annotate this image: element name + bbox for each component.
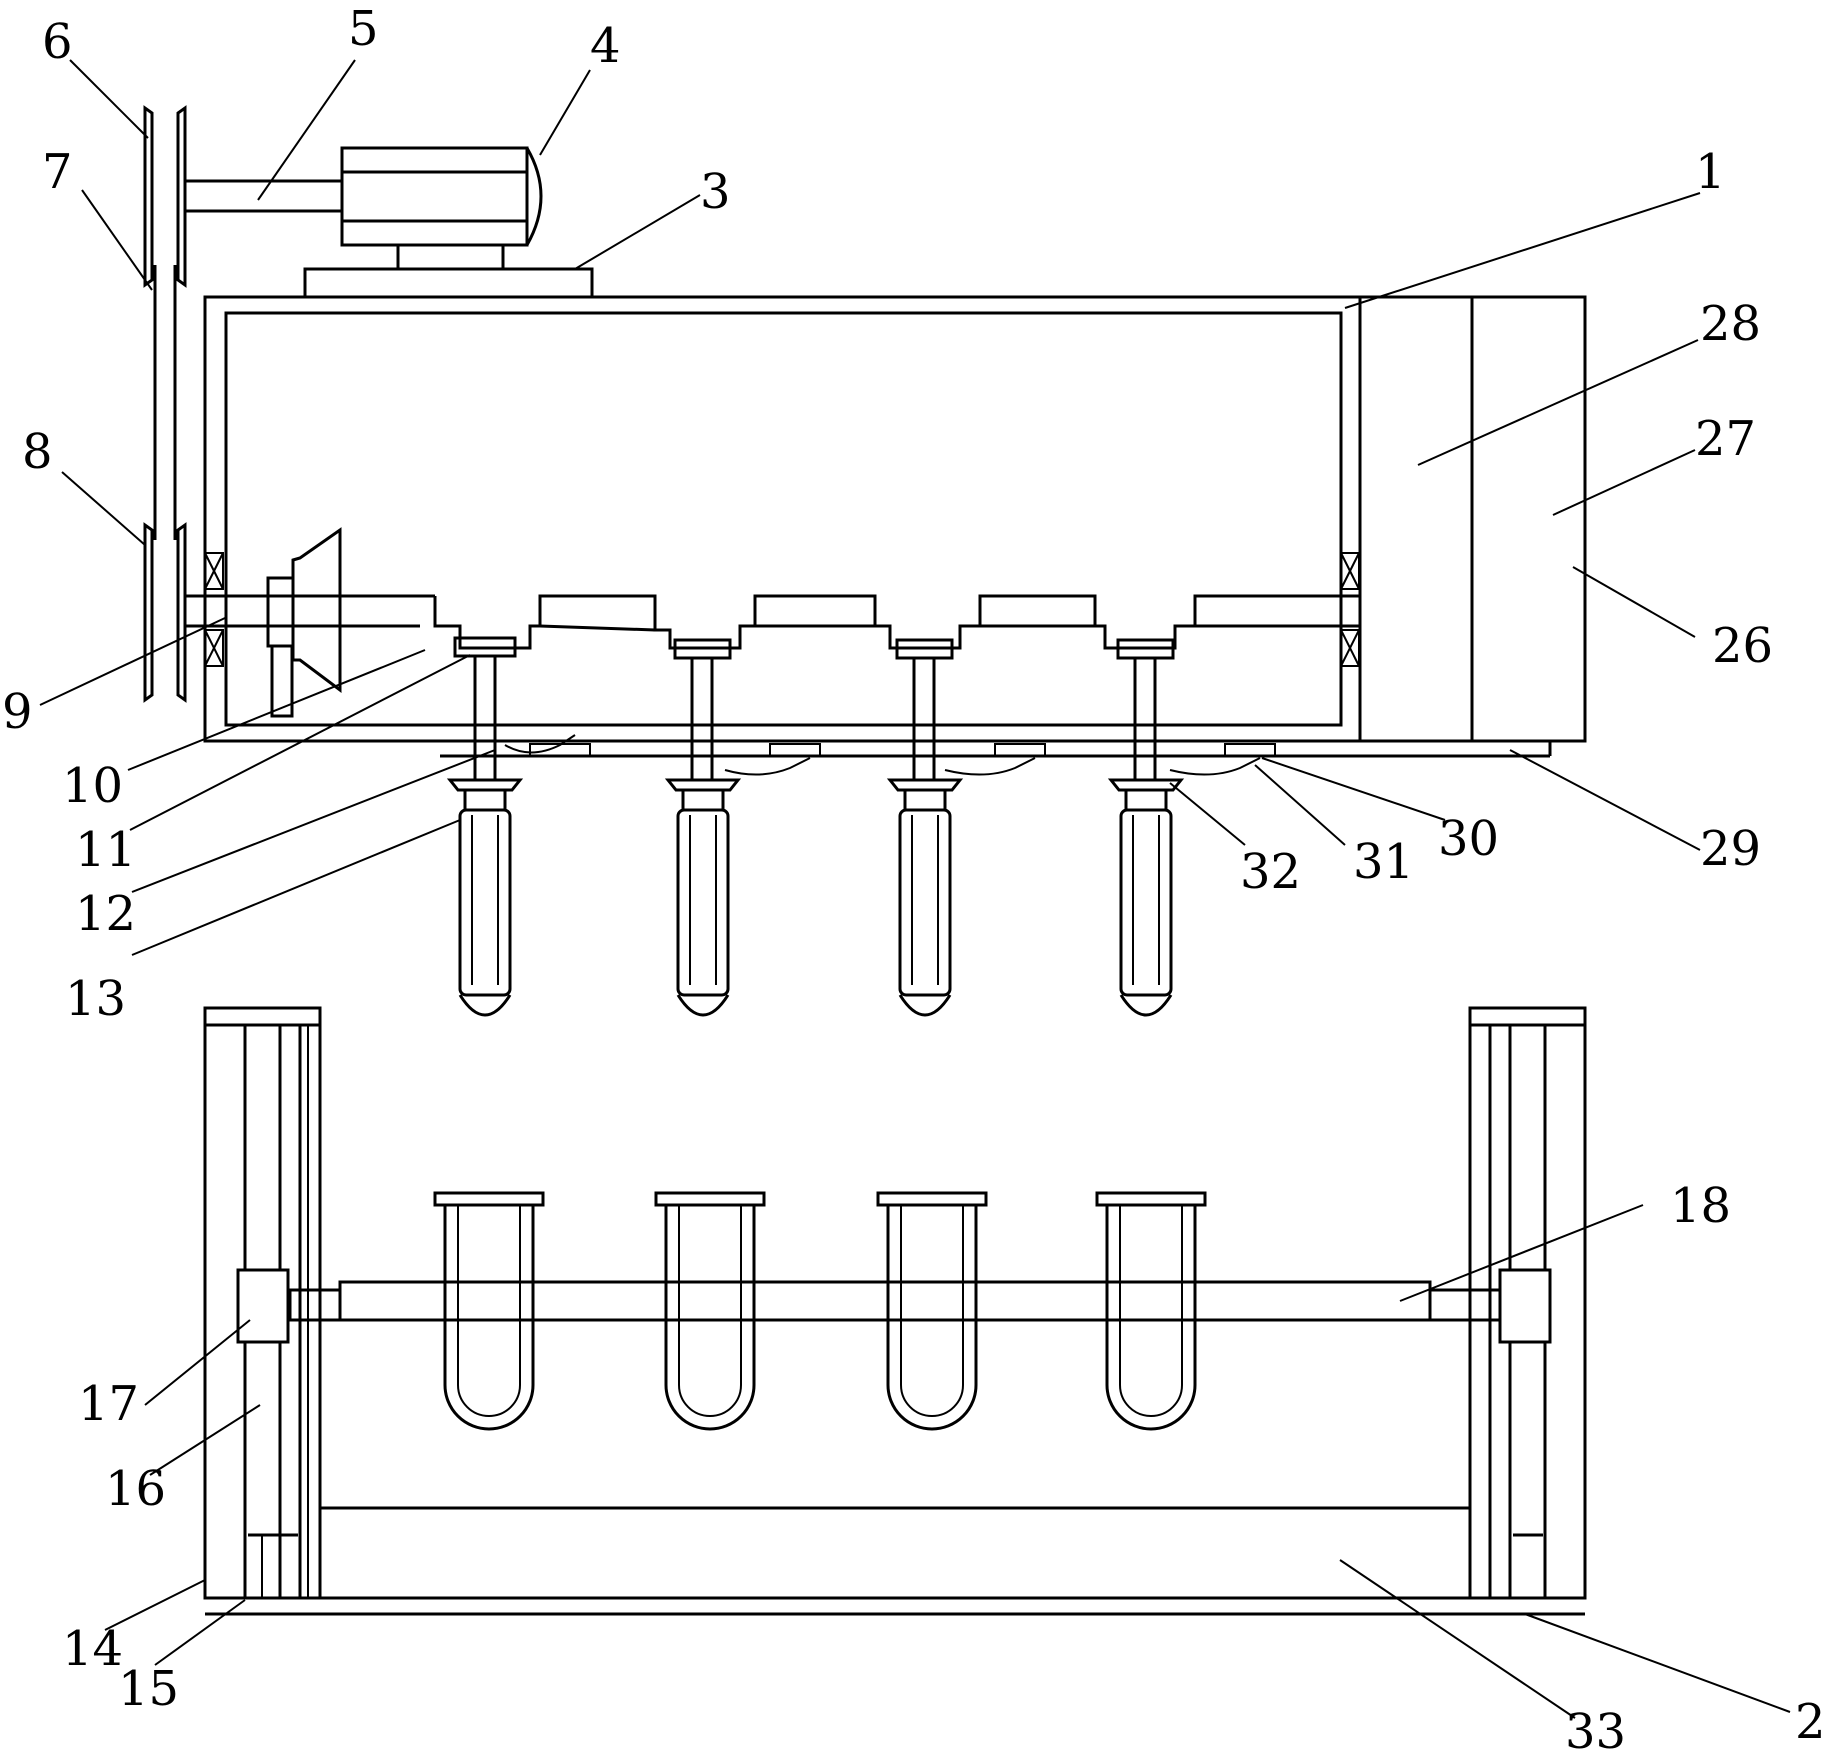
bearings	[204, 552, 1360, 667]
label-31: 31	[1353, 834, 1414, 890]
label-5: 5	[348, 1, 379, 57]
brush-unit-3	[886, 638, 1046, 1017]
base-2	[205, 1596, 1585, 1616]
label-7: 7	[42, 144, 73, 200]
label-3: 3	[700, 164, 731, 220]
brush-unit-2	[664, 638, 821, 1017]
label-2: 2	[1795, 1694, 1826, 1750]
lower-pulley	[143, 522, 187, 703]
control-box	[1358, 295, 1587, 743]
label-1: 1	[1695, 144, 1726, 200]
label-8: 8	[22, 424, 53, 480]
label-17: 17	[78, 1376, 139, 1432]
label-12: 12	[75, 886, 136, 942]
label-30: 30	[1438, 811, 1499, 867]
base-plate-29	[205, 739, 1552, 758]
brush-unit-4	[1107, 638, 1276, 1017]
brush-unit-1	[446, 636, 591, 1017]
label-10: 10	[62, 758, 123, 814]
label-15: 15	[118, 1661, 179, 1717]
label-13: 13	[65, 971, 126, 1027]
label-6: 6	[42, 14, 73, 70]
motor-shaft	[183, 179, 344, 213]
leader-lines	[39, 59, 1791, 1719]
label-9: 9	[2, 684, 33, 740]
bevel-gear	[266, 527, 342, 718]
test-tube-1	[433, 1191, 545, 1431]
motor	[340, 146, 543, 271]
belt	[153, 265, 177, 540]
upper-pulley	[143, 105, 187, 288]
motor-base-plate	[303, 267, 594, 299]
label-33: 33	[1565, 1704, 1626, 1755]
label-11: 11	[75, 822, 136, 878]
label-14: 14	[62, 1621, 123, 1677]
sliders	[236, 1268, 1552, 1344]
label-18: 18	[1670, 1178, 1731, 1234]
upper-housing	[203, 295, 1587, 743]
label-16: 16	[105, 1461, 166, 1517]
holder-bar-18	[338, 1280, 1432, 1322]
test-tube-4	[1095, 1191, 1207, 1431]
label-29: 29	[1700, 821, 1761, 877]
label-28: 28	[1700, 296, 1761, 352]
test-tubes	[433, 1191, 1207, 1431]
test-tube-3	[876, 1191, 988, 1431]
label-26: 26	[1712, 618, 1773, 674]
label-27: 27	[1695, 411, 1756, 467]
crankshaft	[185, 594, 1360, 650]
label-4: 4	[590, 18, 621, 74]
test-tube-2	[654, 1191, 766, 1431]
label-32: 32	[1240, 844, 1301, 900]
